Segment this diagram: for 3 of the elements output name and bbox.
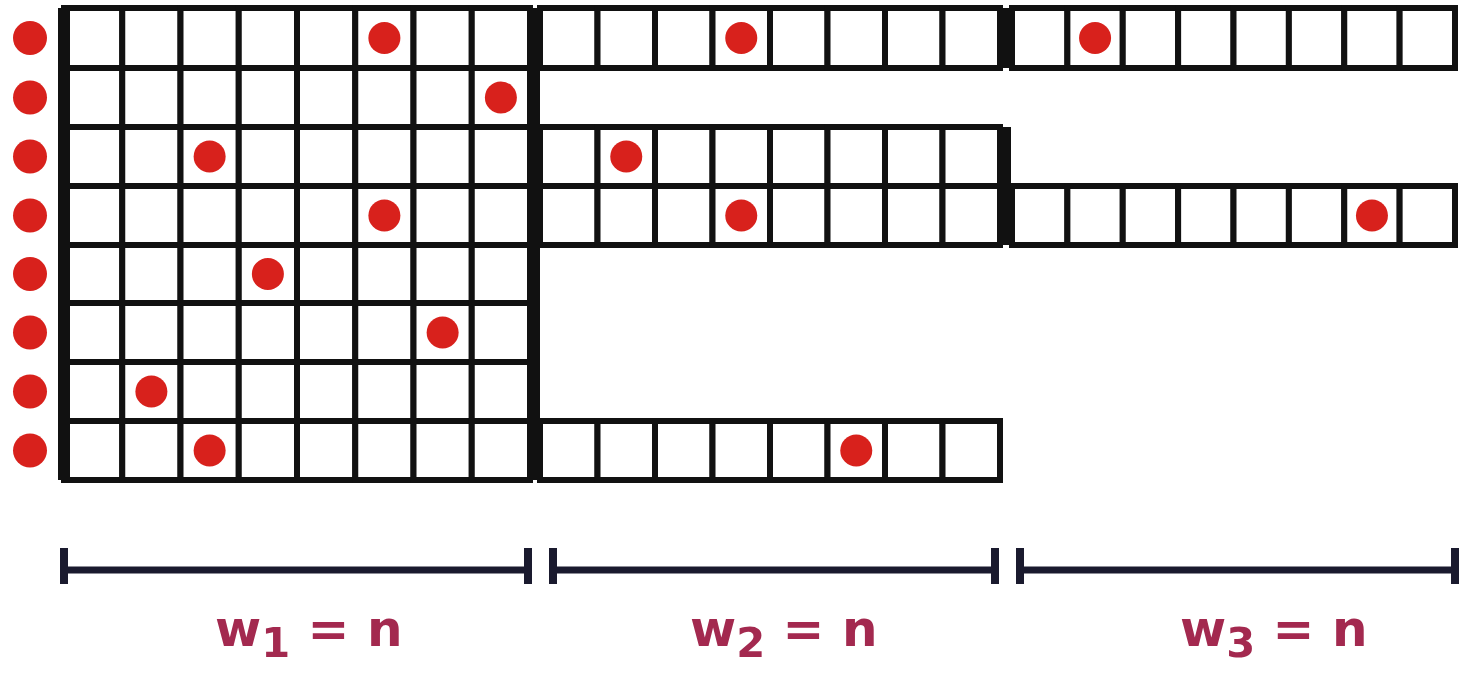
- dimension-label: w$_{3}$ = n: [1180, 600, 1368, 667]
- dimension-label: w$_{1}$ = n: [215, 600, 403, 667]
- dimension-label: w$_{2}$ = n: [690, 600, 878, 667]
